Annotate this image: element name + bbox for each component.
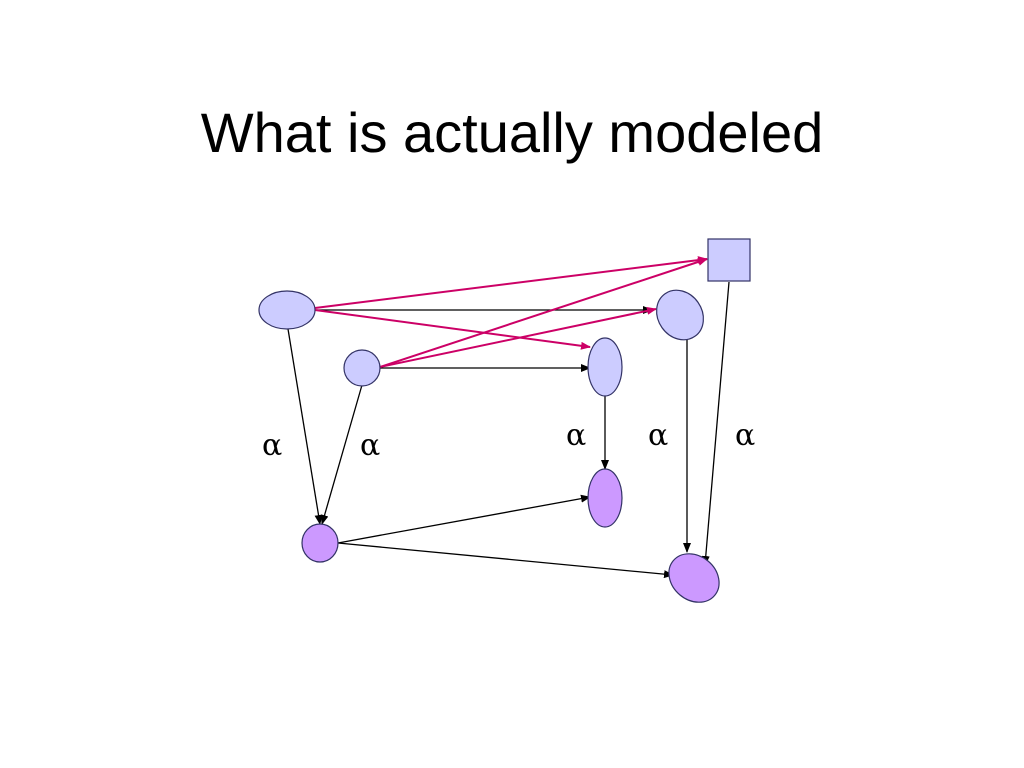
node-f xyxy=(301,523,339,563)
nodes xyxy=(258,238,751,603)
node-c xyxy=(587,337,623,397)
node-d xyxy=(656,289,704,341)
edge-f-to-g xyxy=(337,494,591,544)
black-edges xyxy=(287,281,730,579)
edge-f-to-h xyxy=(337,542,674,579)
alpha-labels: α α α α α xyxy=(262,418,755,463)
alpha-label-3: α xyxy=(566,418,586,453)
alpha-label-4: α xyxy=(648,418,668,453)
edge-e-to-h xyxy=(701,281,730,566)
edge-a-to-e xyxy=(314,256,708,309)
node-a xyxy=(258,290,316,330)
edge-b-to-d xyxy=(379,306,657,368)
alpha-label-1: α xyxy=(262,428,282,463)
edge-a-to-c xyxy=(314,309,591,350)
edge-b-to-f xyxy=(320,384,363,525)
magenta-edges xyxy=(314,256,708,368)
edge-b-to-e xyxy=(379,258,708,368)
node-b xyxy=(343,349,381,387)
edge-a-to-f xyxy=(287,328,323,525)
alpha-label-5: α xyxy=(735,418,755,453)
node-e-square xyxy=(707,238,751,282)
node-h xyxy=(668,553,720,603)
alpha-label-2: α xyxy=(360,428,380,463)
node-g xyxy=(587,468,623,528)
slide-title: What is actually modeled xyxy=(200,101,824,164)
